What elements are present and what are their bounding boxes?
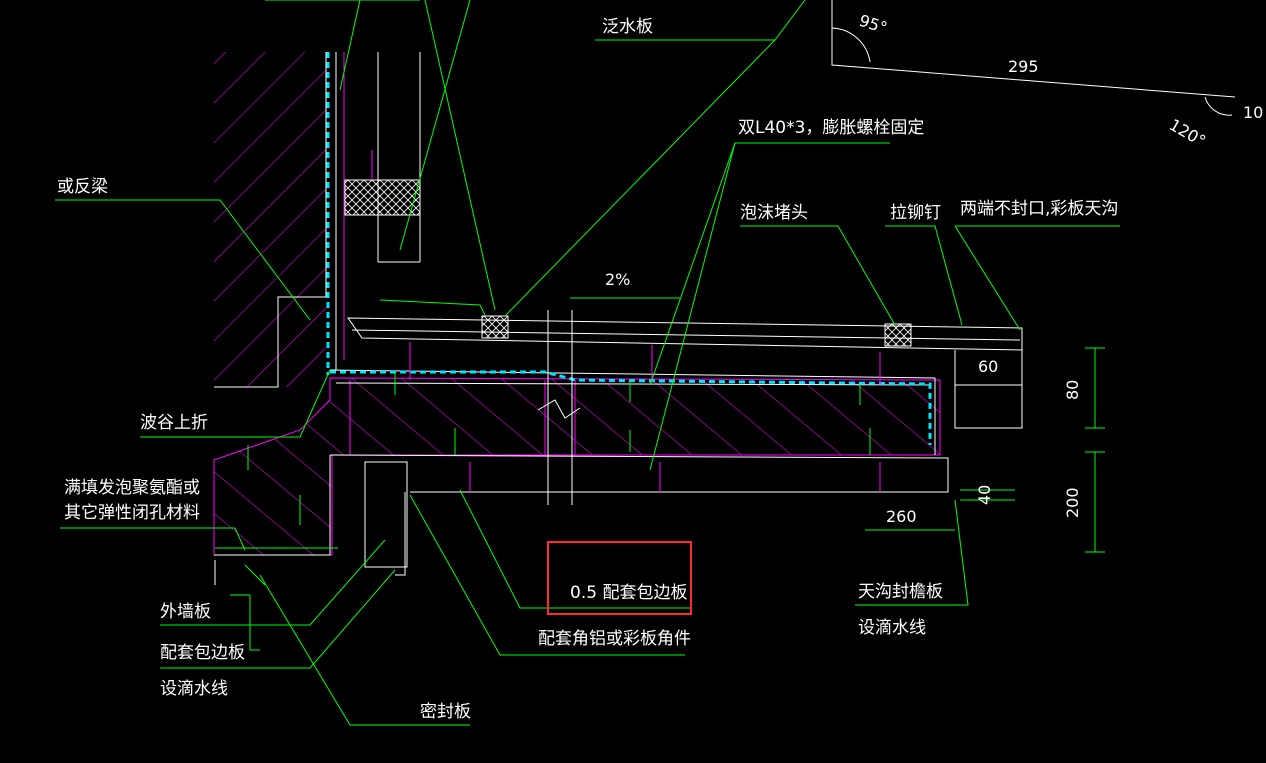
- label-angle-95: 95°: [857, 11, 890, 38]
- label-gutter-note: 两端不封口,彩板天沟: [960, 199, 1118, 219]
- dimension-lines: [570, 297, 1105, 553]
- wall-hatch: [214, 52, 327, 388]
- concrete-slab: [213, 369, 949, 556]
- fasteners: [247, 150, 881, 525]
- label-corner-piece: 配套角铝或彩板角件: [538, 629, 691, 649]
- label-dim-60: 60: [978, 357, 998, 376]
- label-slope: 2%: [605, 270, 630, 289]
- label-fill-line2: 其它弹性闭孔材料: [64, 503, 200, 523]
- highlight-box: [547, 541, 692, 615]
- leader-lines: [55, 0, 1236, 726]
- label-dim-260: 260: [886, 507, 917, 526]
- label-anti-beam: 或反梁: [57, 177, 108, 197]
- label-double-angle: 双L40*3，膨胀螺栓固定: [738, 118, 924, 138]
- label-dim-295: 295: [1008, 57, 1039, 76]
- roof-panel: [347, 315, 1023, 351]
- label-seal-board: 密封板: [420, 702, 471, 722]
- label-fill-line1: 满填发泡聚氨酯或: [64, 478, 200, 498]
- label-wave-fold: 波谷上折: [140, 413, 208, 433]
- label-trim-board-left: 配套包边板: [160, 643, 245, 663]
- label-drip-line-left: 设滴水线: [160, 679, 228, 699]
- label-angle-120: 120°: [1166, 115, 1209, 151]
- label-flashing: 泛水板: [602, 17, 653, 37]
- label-dim-80: 80: [1063, 380, 1082, 400]
- label-gutter-fascia: 天沟封檐板: [858, 582, 943, 602]
- membrane-line: [330, 370, 932, 445]
- label-drip-line-right: 设滴水线: [858, 618, 926, 638]
- soffit-details: [214, 455, 408, 651]
- label-outer-wall: 外墙板: [160, 602, 211, 622]
- label-dim-10: 10: [1243, 103, 1263, 122]
- label-foam-plug: 泡沫堵头: [740, 203, 808, 223]
- label-dim-200: 200: [1063, 487, 1082, 518]
- label-dim-40: 40: [975, 485, 994, 505]
- parapet-strips: [326, 52, 421, 375]
- label-trim-board: 0.5 配套包边板: [570, 583, 687, 603]
- break-line: [537, 310, 581, 505]
- label-rivet: 拉铆钉: [890, 203, 941, 223]
